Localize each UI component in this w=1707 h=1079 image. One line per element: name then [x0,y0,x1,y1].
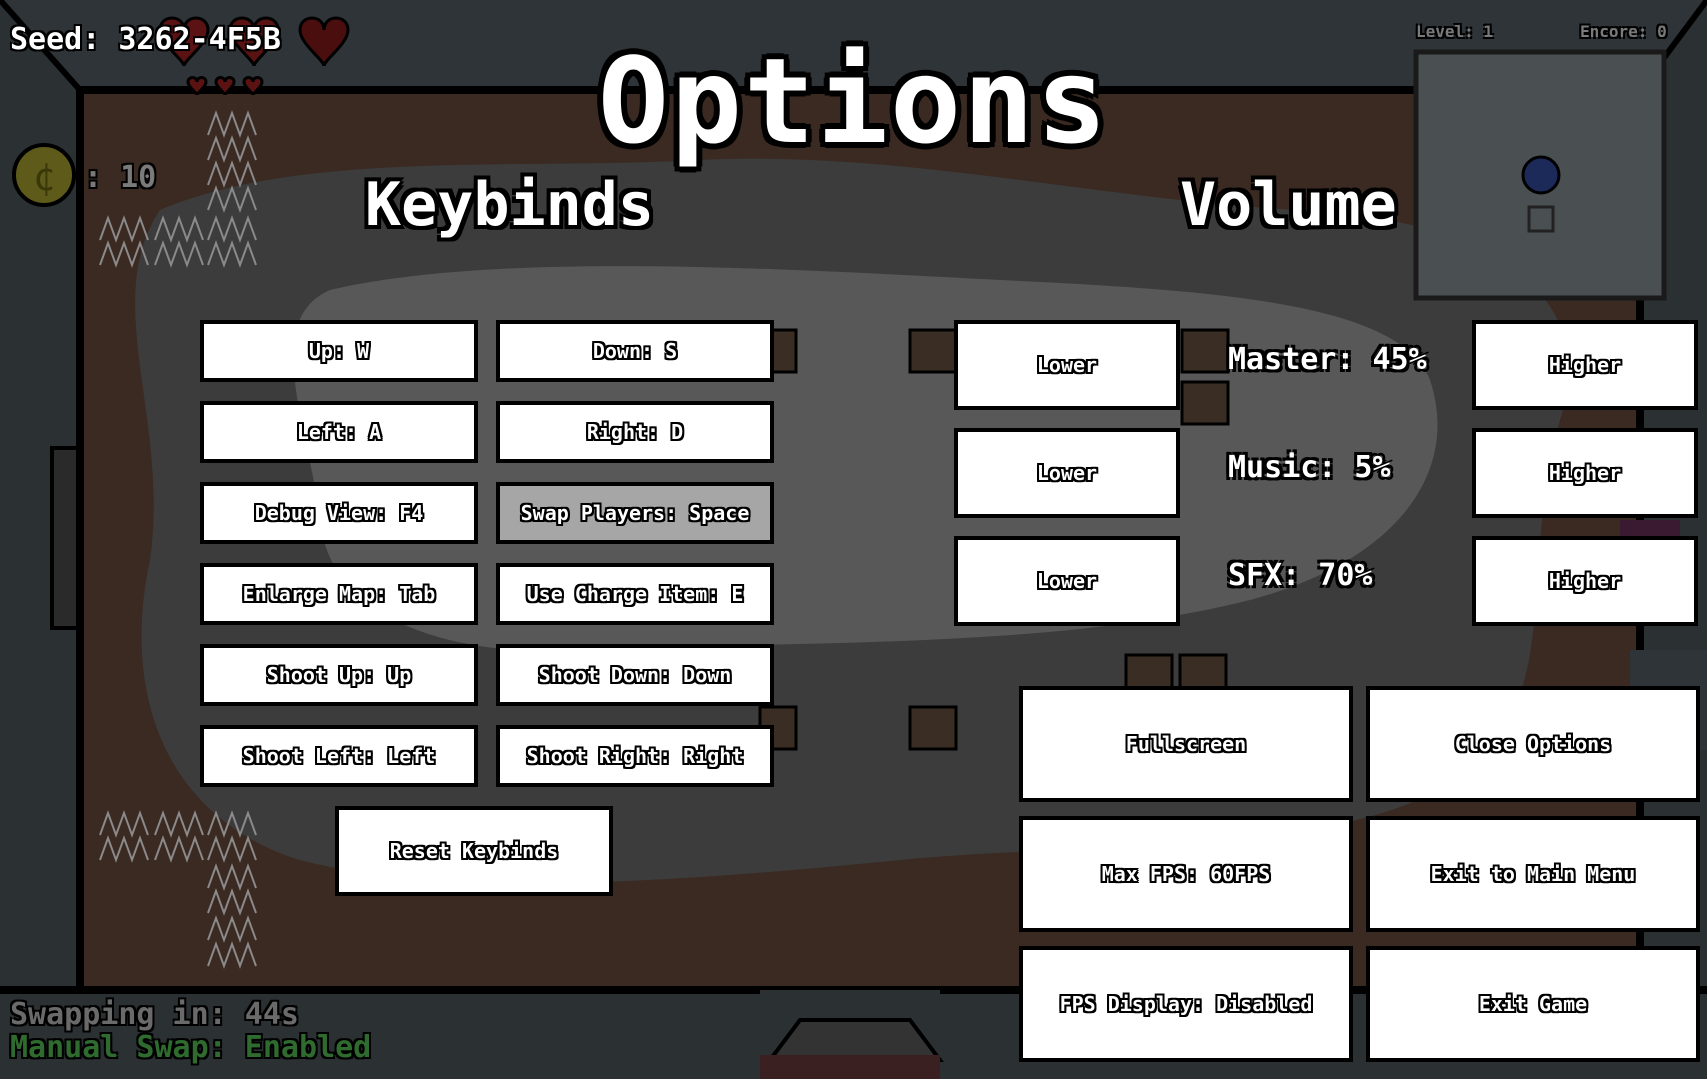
keybind-shoot-up-button[interactable]: Shoot Up: Up [200,644,478,706]
keybind-up-label: Up: W [308,339,370,363]
svg-text:¢: ¢ [33,155,56,199]
encore-label: Encore: 0 [1580,22,1667,41]
sfx-higher-button[interactable]: Higher [1472,536,1698,626]
keybind-swap-players-button[interactable]: Swap Players: Space [496,482,774,544]
master-lower-label: Lower [1036,353,1098,377]
seed-label: Seed: 3262-4F5B [10,22,281,57]
fullscreen-label: Fullscreen [1125,732,1247,756]
keybinds-heading: Keybinds [365,170,654,240]
master-volume-label: Master: 45% [1228,342,1427,377]
music-volume-label: Music: 5% [1228,450,1391,485]
coin-icon [12,143,76,207]
close-options-button[interactable]: Close Options [1366,686,1700,802]
swap-timer: Swapping in: 44s [10,997,299,1032]
keybind-left-button[interactable]: Left: A [200,401,478,463]
exit-to-main-menu-label: Exit to Main Menu [1430,862,1636,886]
fps-display-button[interactable]: FPS Display: Disabled [1019,946,1353,1062]
keybind-down-button[interactable]: Down: S [496,320,774,382]
volume-heading: Volume [1180,170,1397,240]
keybind-shoot-down-label: Shoot Down: Down [538,663,732,687]
sfx-lower-label: Lower [1036,569,1098,593]
sfx-volume-label: SFX: 70% [1228,558,1373,593]
sfx-higher-label: Higher [1548,569,1622,593]
music-higher-button[interactable]: Higher [1472,428,1698,518]
exit-game-label: Exit Game [1478,992,1588,1016]
fullscreen-button[interactable]: Fullscreen [1019,686,1353,802]
reset-keybinds-label: Reset Keybinds [389,839,559,863]
keybind-shoot-right-button[interactable]: Shoot Right: Right [496,725,774,787]
music-lower-label: Lower [1036,461,1098,485]
keybind-debug-view-label: Debug View: F4 [254,501,424,525]
keybind-swap-players-label: Swap Players: Space [520,501,750,525]
keybind-use-charge-item-label: Use Charge Item: E [526,582,744,606]
keybind-debug-view-button[interactable]: Debug View: F4 [200,482,478,544]
keybind-shoot-down-button[interactable]: Shoot Down: Down [496,644,774,706]
music-lower-button[interactable]: Lower [954,428,1180,518]
options-title: Options [597,32,1110,170]
keybind-shoot-left-label: Shoot Left: Left [242,744,436,768]
fps-display-label: FPS Display: Disabled [1059,992,1313,1016]
manual-swap-status: Manual Swap: Enabled [10,1030,372,1065]
keybind-down-label: Down: S [592,339,678,363]
keybind-shoot-up-label: Shoot Up: Up [266,663,412,687]
exit-game-button[interactable]: Exit Game [1366,946,1700,1062]
keybind-right-label: Right: D [586,420,684,444]
exit-to-main-menu-button[interactable]: Exit to Main Menu [1366,816,1700,932]
keybind-right-button[interactable]: Right: D [496,401,774,463]
keybind-shoot-right-label: Shoot Right: Right [526,744,744,768]
keybind-shoot-left-button[interactable]: Shoot Left: Left [200,725,478,787]
reset-keybinds-button[interactable]: Reset Keybinds [335,806,613,896]
coin-count: : 10 [84,160,157,195]
keybind-up-button[interactable]: Up: W [200,320,478,382]
max-fps-button[interactable]: Max FPS: 60FPS [1019,816,1353,932]
level-label: Level: 1 [1416,22,1494,41]
keybind-enlarge-map-button[interactable]: Enlarge Map: Tab [200,563,478,625]
sfx-lower-button[interactable]: Lower [954,536,1180,626]
keybind-enlarge-map-label: Enlarge Map: Tab [242,582,436,606]
music-higher-label: Higher [1548,461,1622,485]
max-fps-label: Max FPS: 60FPS [1101,862,1271,886]
close-options-label: Close Options [1454,732,1612,756]
keybind-use-charge-item-button[interactable]: Use Charge Item: E [496,563,774,625]
master-lower-button[interactable]: Lower [954,320,1180,410]
keybind-left-label: Left: A [296,420,382,444]
master-higher-label: Higher [1548,353,1622,377]
master-higher-button[interactable]: Higher [1472,320,1698,410]
